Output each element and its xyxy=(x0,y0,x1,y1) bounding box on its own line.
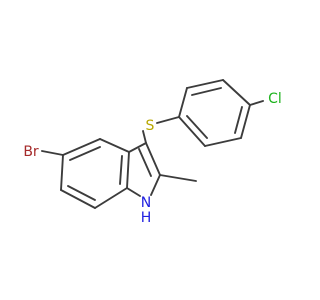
bond-c3-s xyxy=(142,130,147,144)
bond-c4-c5 xyxy=(62,138,101,156)
bond-c2p-c3p xyxy=(186,79,224,89)
bond-c3-c2-inner xyxy=(138,148,152,177)
nitrogen-label: N xyxy=(141,195,151,211)
bond-c7a-c3a xyxy=(126,151,130,189)
bond-c6p-c1p-inner xyxy=(186,115,208,139)
chlorine-label: Cl xyxy=(268,91,282,107)
bond-c7a-c3a-inner xyxy=(119,155,123,185)
bond-c3a-c4 xyxy=(99,138,130,153)
bond-c7-c7a xyxy=(94,187,128,209)
bond-n1-c7a xyxy=(126,187,141,197)
bond-c6p-c1p xyxy=(178,116,206,147)
bromine-label: Br xyxy=(23,144,39,160)
bond-c5-c6 xyxy=(60,154,64,191)
atom-labels: Br S Cl N H xyxy=(23,91,282,226)
molecule-drawing: Br S Cl N H xyxy=(23,79,282,226)
hydrogen-label: H xyxy=(141,210,152,226)
bond-c3-c2 xyxy=(145,142,161,176)
sulfur-label: S xyxy=(146,118,155,134)
bond-c4p-c5p-inner xyxy=(234,106,243,134)
bond-c2-methyl xyxy=(159,174,197,182)
bond-c4p-cl xyxy=(249,100,264,106)
bond-c5-br xyxy=(41,150,64,156)
bond-c1p-c2p xyxy=(178,87,188,118)
bond-c4p-c5p xyxy=(240,104,251,139)
bond-c5p-c6p xyxy=(204,137,242,147)
bond-c3a-c3 xyxy=(128,142,147,153)
bond-s-c1p xyxy=(156,116,180,124)
bond-c2-n1 xyxy=(150,174,161,196)
bond-lines xyxy=(41,79,264,209)
bond-c4-c5-inner xyxy=(69,146,101,161)
bond-c6-c7 xyxy=(60,189,96,209)
bond-c3p-c4p xyxy=(222,79,251,106)
bond-c2p-c3p-inner xyxy=(191,87,222,96)
bond-c6-c7-inner xyxy=(67,185,96,201)
